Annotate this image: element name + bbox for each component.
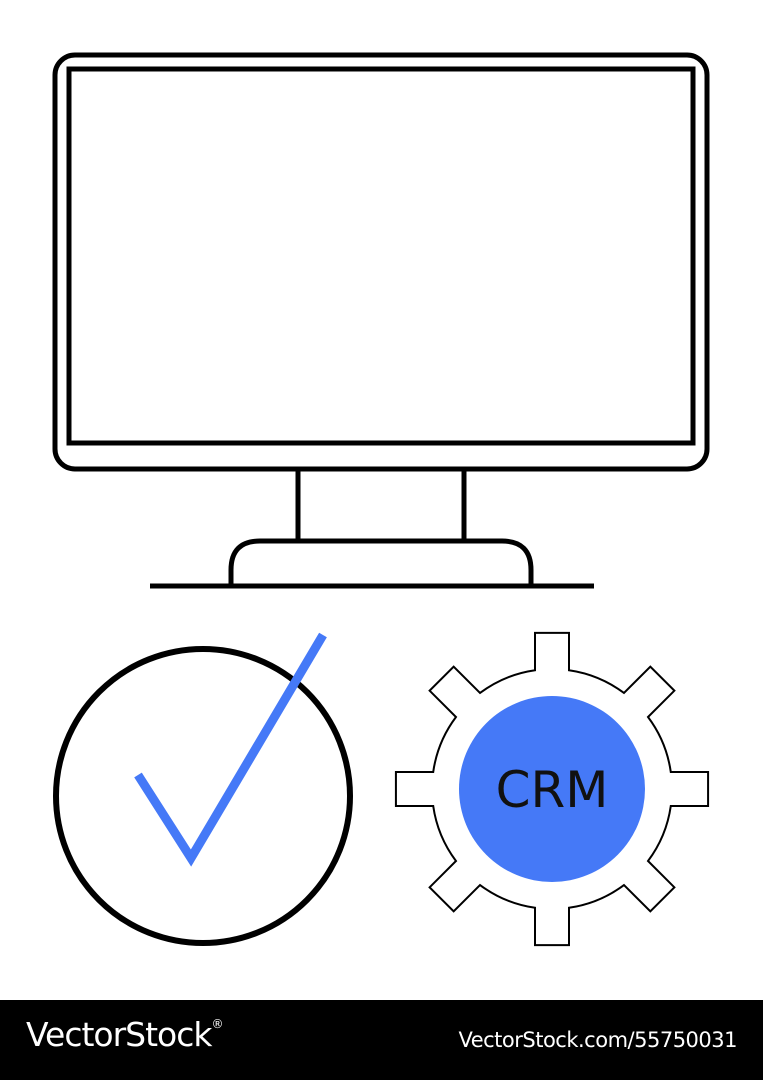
monitor-icon bbox=[52, 52, 710, 589]
crm-label: CRM bbox=[496, 761, 609, 819]
image-id: VectorStock.com/55750031 bbox=[458, 1028, 737, 1052]
checkmark-circle-icon bbox=[53, 632, 353, 946]
monitor-screen bbox=[66, 66, 696, 446]
brand-logo: VectorStock® bbox=[26, 1015, 224, 1054]
gear-icon: CRM bbox=[394, 631, 710, 947]
footer-bar: VectorStock® VectorStock.com/55750031 bbox=[0, 1000, 763, 1080]
monitor-stand-base bbox=[228, 538, 534, 586]
crm-badge bbox=[459, 696, 645, 882]
check-circle bbox=[53, 646, 353, 946]
illustration: CRM bbox=[52, 52, 710, 947]
brand-name: VectorStock bbox=[26, 1015, 212, 1054]
monitor-bezel bbox=[52, 52, 710, 472]
brand-mark: ® bbox=[211, 1017, 224, 1031]
checkmark-icon bbox=[134, 632, 327, 867]
